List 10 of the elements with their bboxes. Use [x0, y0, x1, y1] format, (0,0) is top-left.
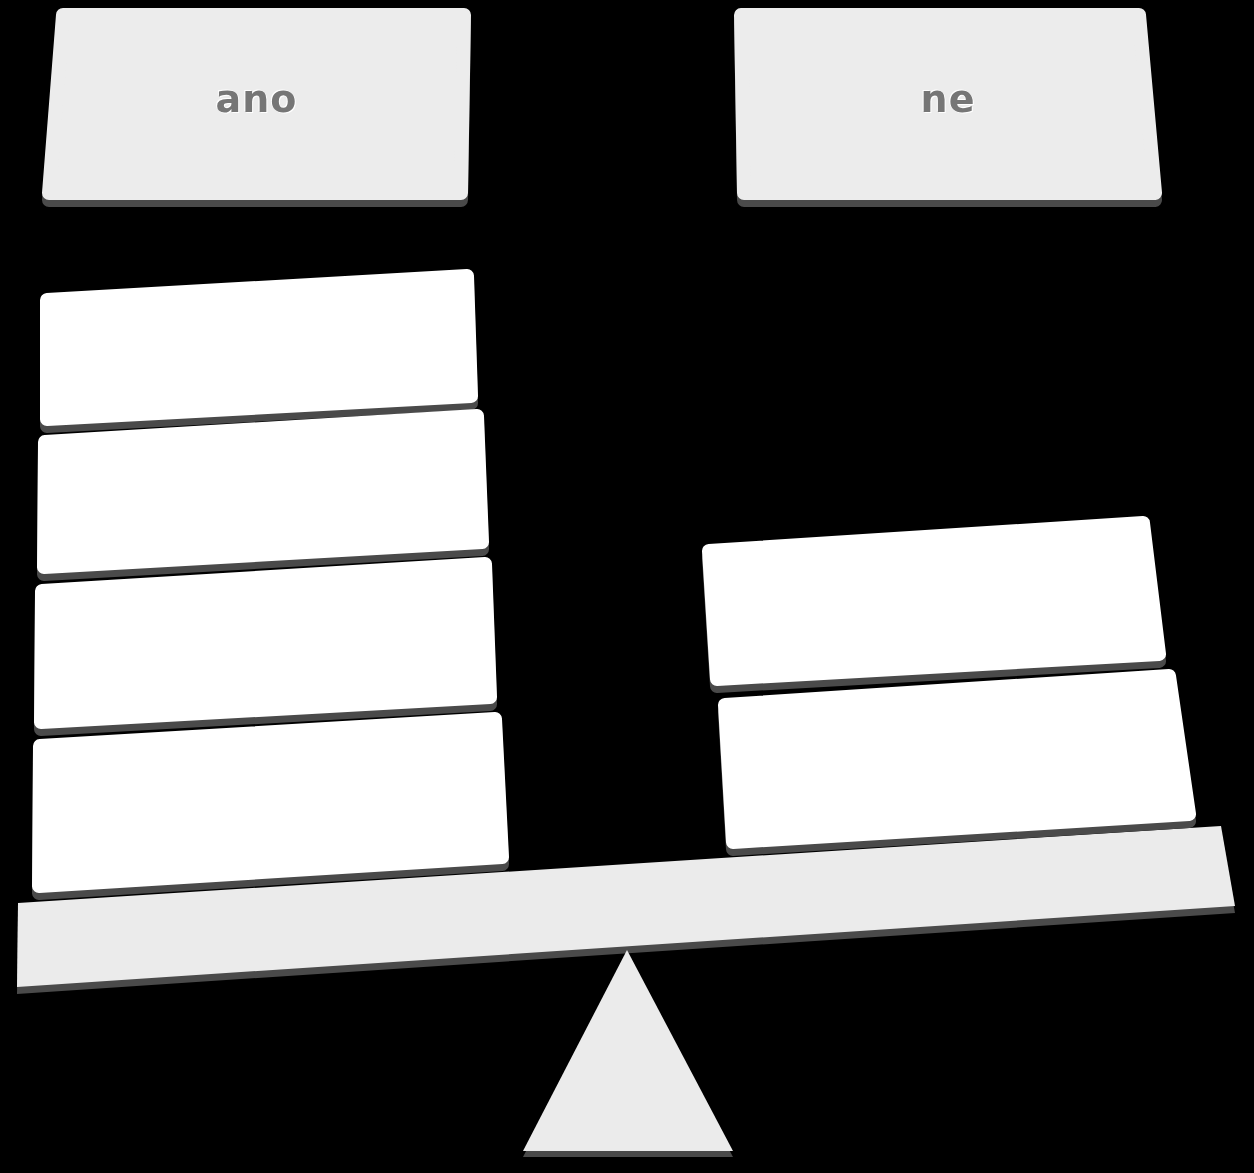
header-card [42, 8, 471, 207]
blank-card [718, 669, 1196, 856]
blank-card [32, 712, 509, 900]
card-label: ano [215, 79, 298, 118]
card-label: ne [920, 79, 976, 118]
header-card [734, 8, 1162, 207]
blank-card [702, 516, 1166, 693]
blank-card [34, 557, 497, 736]
blank-card [40, 269, 478, 433]
blank-card [37, 409, 489, 581]
